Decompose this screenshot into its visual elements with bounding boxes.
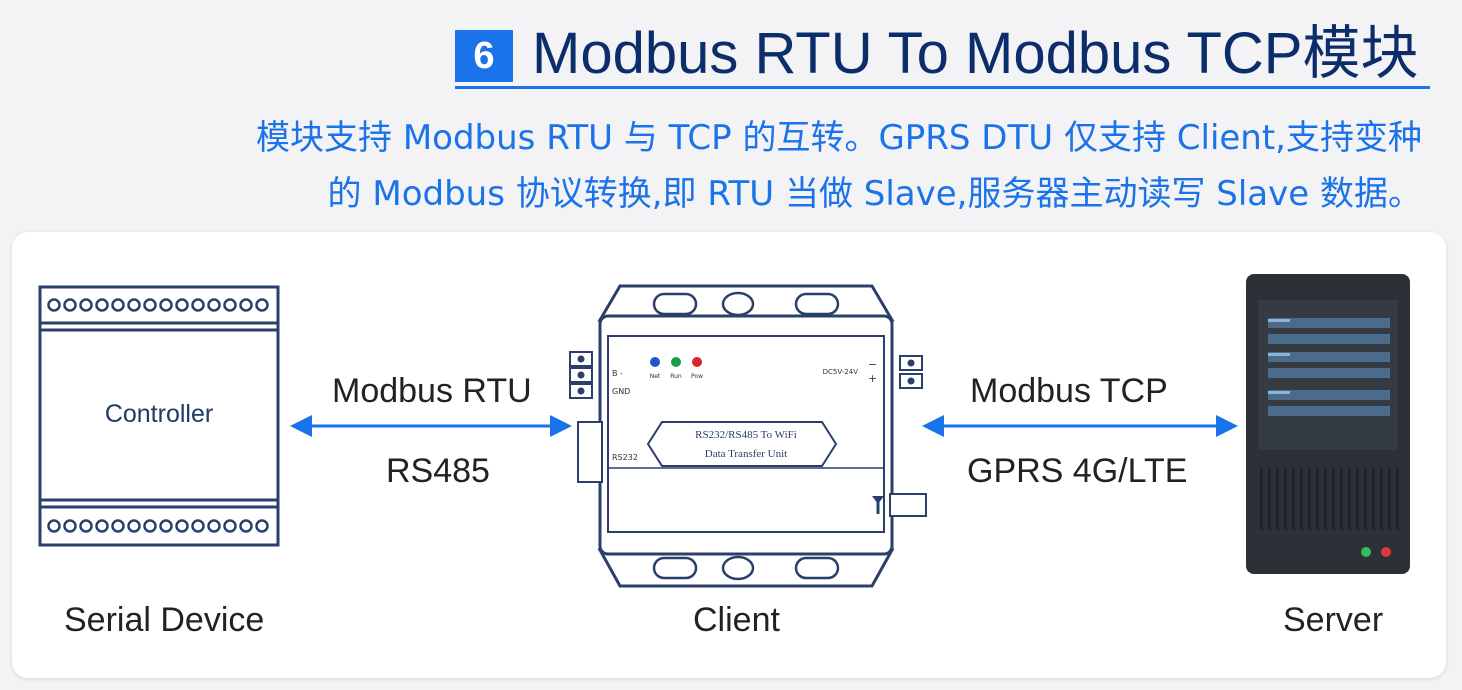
controller-box-label: Controller bbox=[105, 400, 213, 428]
dtu-panel-line-2: Data Transfer Unit bbox=[705, 448, 788, 460]
svg-text:+: + bbox=[868, 372, 877, 385]
left-protocol-label: Modbus RTU bbox=[332, 372, 532, 410]
section-number-badge: 6 bbox=[455, 30, 513, 82]
terminal-gnd-label: GND bbox=[612, 387, 630, 396]
client-caption: Client bbox=[693, 601, 780, 639]
description-line-2: 的 Modbus 协议转换,即 RTU 当做 Slave,服务器主动读写 Sla… bbox=[327, 174, 1422, 214]
led-label-pow: Pow bbox=[691, 373, 703, 380]
title-underline bbox=[455, 86, 1430, 89]
server-caption: Server bbox=[1283, 601, 1384, 639]
led-label-net: Net bbox=[650, 373, 661, 380]
dtu-panel-line-1: RS232/RS485 To WiFi bbox=[695, 429, 797, 441]
page-title: Modbus RTU To Modbus TCP模块 bbox=[532, 21, 1419, 86]
svg-text:−: − bbox=[868, 358, 877, 371]
server-icon bbox=[1246, 274, 1410, 574]
rs232-port-label: RS232 bbox=[612, 453, 638, 462]
client-dtu-icon: Net Run Pow B - GND DC5V-24V − + RS232 R… bbox=[569, 284, 927, 588]
power-label: DC5V-24V bbox=[823, 368, 859, 376]
terminal-b-label: B - bbox=[612, 369, 623, 378]
description-line-1: 模块支持 Modbus RTU 与 TCP 的互转。GPRS DTU 仅支持 C… bbox=[256, 118, 1422, 158]
left-double-arrow bbox=[290, 415, 572, 437]
controller-device-icon: Controller bbox=[38, 285, 280, 547]
led-label-run: Run bbox=[670, 373, 682, 380]
right-medium-label: GPRS 4G/LTE bbox=[967, 452, 1188, 490]
right-double-arrow bbox=[922, 415, 1238, 437]
header: 6 Modbus RTU To Modbus TCP模块 模块支持 Modbus… bbox=[0, 0, 1462, 225]
right-protocol-label: Modbus TCP bbox=[970, 372, 1168, 410]
serial-device-caption: Serial Device bbox=[64, 601, 265, 639]
left-medium-label: RS485 bbox=[386, 452, 490, 490]
